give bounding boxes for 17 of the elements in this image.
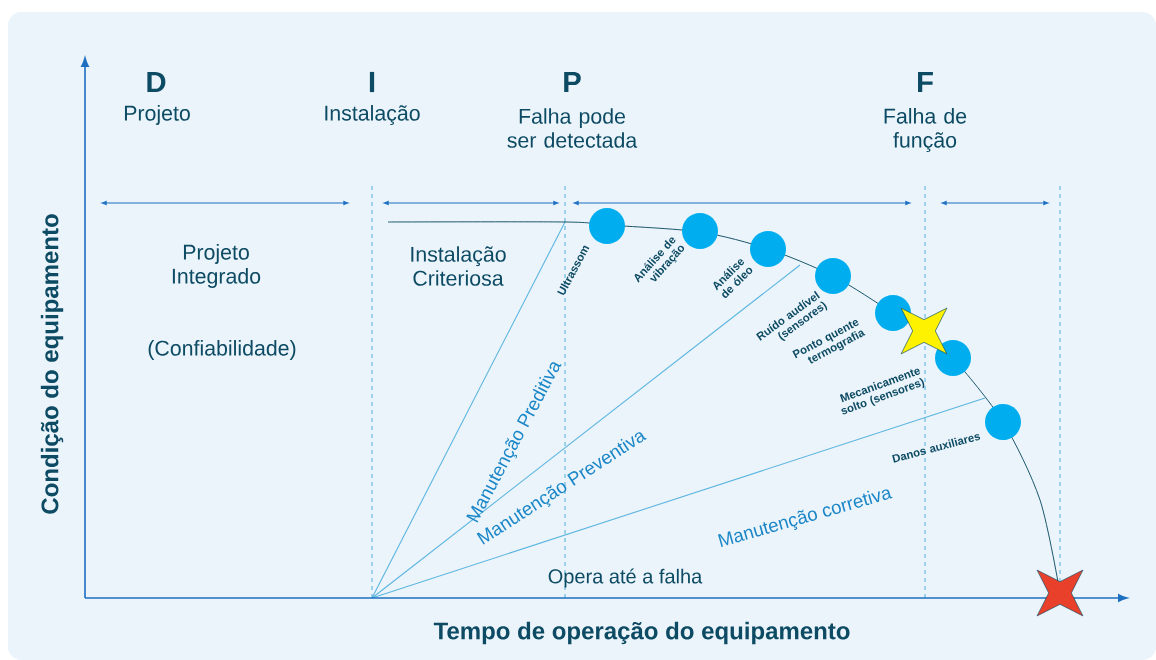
- star-marker: [900, 307, 948, 355]
- axis-title: Tempo de operação do equipamento: [433, 621, 850, 645]
- phase-label: Projeto Integrado: [172, 244, 261, 288]
- stage-label: Instalação: [325, 105, 420, 125]
- stage-label: Falha de função: [884, 108, 967, 152]
- stage-letter: F: [918, 71, 933, 93]
- phase-label: Instalação Criteriosa: [411, 246, 506, 286]
- phase-label: (Confiabilidade): [148, 340, 296, 360]
- strategy-label: Opera até a falha: [548, 568, 703, 588]
- stage-label: Projeto: [124, 105, 190, 125]
- axis-title: Condição do equipamento: [40, 214, 64, 514]
- stage-label: Falha pode ser detectada: [507, 108, 638, 148]
- stage-letter: P: [564, 71, 581, 93]
- stage-letter: D: [147, 71, 166, 93]
- point-label: Danos auxiliares: [892, 434, 981, 463]
- star-marker: [1036, 569, 1084, 617]
- stage-letter: I: [369, 71, 375, 93]
